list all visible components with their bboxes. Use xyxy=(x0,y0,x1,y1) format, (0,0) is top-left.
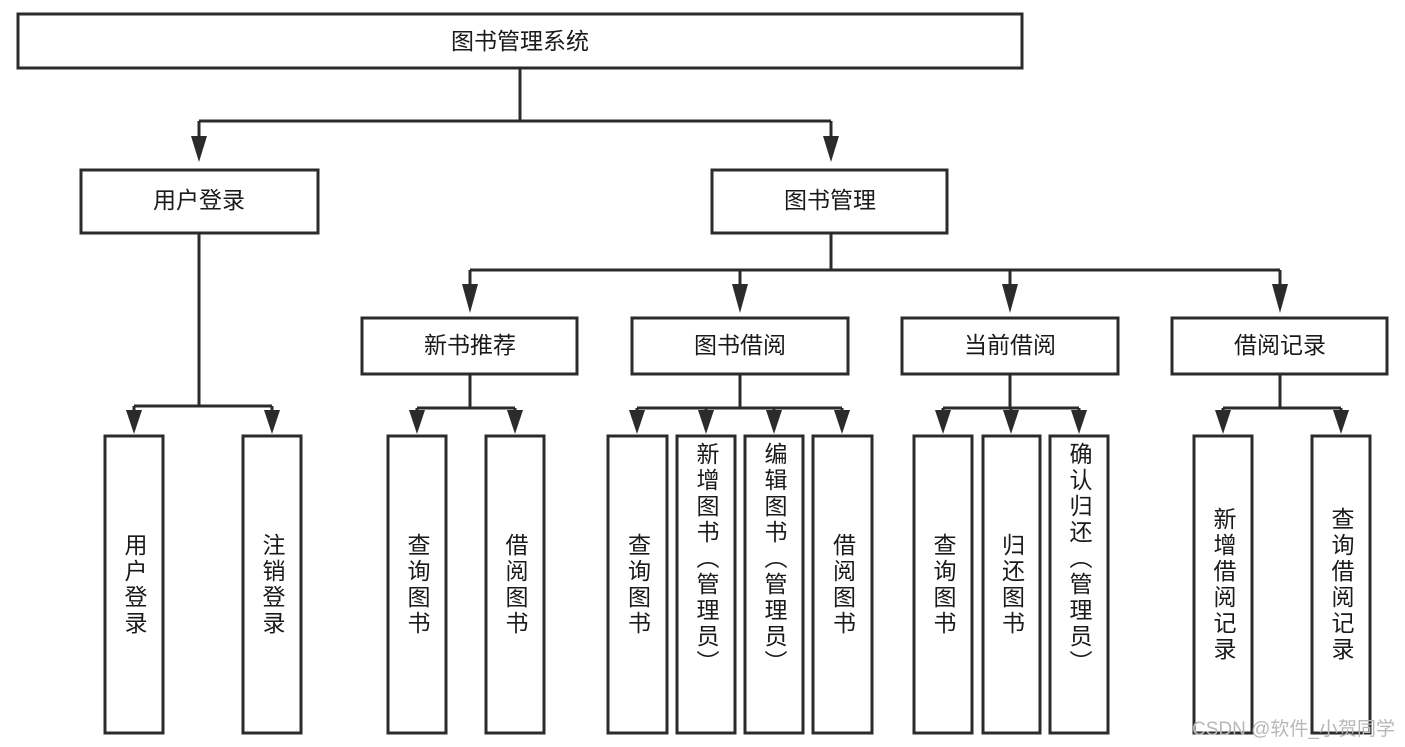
node-leaf-query-record-label-wrap: 查询借阅记录 xyxy=(1312,436,1370,733)
node-leaf-query-book-2-box[interactable] xyxy=(606,434,669,735)
node-leaf-add-record-box[interactable] xyxy=(1192,434,1254,735)
arrowhead-leaf-query-book-1 xyxy=(409,410,425,434)
node-leaf-borrow-book-1[interactable]: 借阅图书 xyxy=(484,434,546,735)
node-leaf-return-book-label: 归还图书 xyxy=(998,532,1025,637)
arrowhead-leaf-edit-book xyxy=(766,410,782,434)
node-leaf-query-book-3[interactable]: 查询图书 xyxy=(912,434,974,735)
node-borrow-record-label: 借阅记录 xyxy=(1234,332,1326,358)
arrowhead-leaf-return-book xyxy=(1003,410,1019,434)
node-book-manage-box[interactable] xyxy=(710,168,949,235)
node-leaf-query-book-2-label-wrap: 查询图书 xyxy=(608,436,667,733)
node-borrow-record-box[interactable] xyxy=(1170,316,1389,376)
node-leaf-edit-book-label-wrap: 编辑图书（管理员） xyxy=(745,436,803,733)
node-leaf-borrow-book-2-label: 借阅图书 xyxy=(829,532,856,637)
node-root-label: 图书管理系统 xyxy=(451,28,589,54)
arrowhead-leaf-add-record xyxy=(1215,410,1231,434)
node-user-login-label: 用户登录 xyxy=(153,187,245,213)
node-leaf-borrow-book-2-box[interactable] xyxy=(811,434,874,735)
node-leaf-confirm-return-label: 确认归还（管理员） xyxy=(1066,442,1092,676)
arrowhead-leaf-query-record xyxy=(1333,410,1349,434)
node-leaf-logout-label-wrap: 注销登录 xyxy=(243,436,301,733)
node-root-box[interactable] xyxy=(16,12,1024,70)
arrowhead-leaf-logout xyxy=(264,410,280,434)
node-user-login-box[interactable] xyxy=(79,168,320,235)
node-book-manage[interactable]: 图书管理 xyxy=(710,168,949,235)
node-layer: 图书管理系统 用户登录 图书管理 新书推荐 图书借阅 当前 xyxy=(16,12,1389,735)
node-leaf-add-record-label-wrap: 新增借阅记录 xyxy=(1194,436,1252,733)
node-leaf-add-record[interactable]: 新增借阅记录 xyxy=(1192,434,1254,735)
node-book-borrow[interactable]: 图书借阅 xyxy=(630,316,850,376)
node-leaf-query-book-1-box[interactable] xyxy=(386,434,448,735)
arrowhead-leaf-query-book-2 xyxy=(629,410,645,434)
node-current-borrow-box[interactable] xyxy=(900,316,1120,376)
node-leaf-query-record-label: 查询借阅记录 xyxy=(1328,506,1354,663)
arrowhead-current-borrow xyxy=(1002,284,1018,313)
node-leaf-return-book[interactable]: 归还图书 xyxy=(981,434,1042,735)
node-leaf-edit-book[interactable]: 编辑图书（管理员） xyxy=(743,434,805,735)
node-leaf-borrow-book-2-label-wrap: 借阅图书 xyxy=(813,436,872,733)
arrowhead-book-borrow xyxy=(732,284,748,313)
node-leaf-query-book-1-label-wrap: 查询图书 xyxy=(388,436,446,733)
node-leaf-logout-label: 注销登录 xyxy=(259,532,285,637)
node-leaf-logout-box[interactable] xyxy=(241,434,303,735)
node-leaf-add-record-label: 新增借阅记录 xyxy=(1210,506,1236,663)
node-new-book-rec-label: 新书推荐 xyxy=(424,332,516,358)
node-leaf-borrow-book-2[interactable]: 借阅图书 xyxy=(811,434,874,735)
node-leaf-query-record-box[interactable] xyxy=(1310,434,1372,735)
arrowhead-borrow-record xyxy=(1272,284,1288,313)
node-user-login[interactable]: 用户登录 xyxy=(79,168,320,235)
node-leaf-add-book[interactable]: 新增图书（管理员） xyxy=(675,434,737,735)
node-leaf-confirm-return-box[interactable] xyxy=(1048,434,1110,735)
node-leaf-edit-book-label: 编辑图书（管理员） xyxy=(761,442,787,676)
node-leaf-confirm-return-label-wrap: 确认归还（管理员） xyxy=(1050,436,1108,733)
node-leaf-add-book-label: 新增图书（管理员） xyxy=(693,442,719,676)
connector-layer xyxy=(126,68,1349,434)
node-leaf-add-book-box[interactable] xyxy=(675,434,737,735)
arrowhead-leaf-query-book-3 xyxy=(935,410,951,434)
node-leaf-return-book-label-wrap: 归还图书 xyxy=(983,436,1040,733)
node-current-borrow[interactable]: 当前借阅 xyxy=(900,316,1120,376)
arrowhead-leaf-borrow-book-2 xyxy=(834,410,850,434)
node-leaf-confirm-return[interactable]: 确认归还（管理员） xyxy=(1048,434,1110,735)
node-leaf-borrow-book-1-box[interactable] xyxy=(484,434,546,735)
node-leaf-logout[interactable]: 注销登录 xyxy=(241,434,303,735)
node-leaf-query-book-3-label-wrap: 查询图书 xyxy=(914,436,972,733)
node-leaf-query-book-2[interactable]: 查询图书 xyxy=(606,434,669,735)
node-leaf-user-login-label: 用户登录 xyxy=(121,532,147,637)
node-borrow-record[interactable]: 借阅记录 xyxy=(1170,316,1389,376)
node-root[interactable]: 图书管理系统 xyxy=(16,12,1024,70)
node-leaf-query-book-3-box[interactable] xyxy=(912,434,974,735)
node-leaf-borrow-book-1-label: 借阅图书 xyxy=(502,532,528,637)
node-book-borrow-box[interactable] xyxy=(630,316,850,376)
node-leaf-user-login-label-wrap: 用户登录 xyxy=(105,436,163,733)
arrowhead-leaf-add-book xyxy=(698,410,714,434)
node-new-book-rec-box[interactable] xyxy=(360,316,579,376)
node-leaf-query-book-1-label: 查询图书 xyxy=(404,532,430,637)
node-leaf-query-book-1[interactable]: 查询图书 xyxy=(386,434,448,735)
node-leaf-user-login-box[interactable] xyxy=(103,434,165,735)
arrowhead-leaf-confirm-return xyxy=(1071,410,1087,434)
node-leaf-edit-book-box[interactable] xyxy=(743,434,805,735)
node-leaf-borrow-book-1-label-wrap: 借阅图书 xyxy=(486,436,544,733)
node-current-borrow-label: 当前借阅 xyxy=(964,332,1056,358)
node-book-manage-label: 图书管理 xyxy=(784,187,876,213)
arrowhead-book-manage xyxy=(823,136,839,162)
node-new-book-rec[interactable]: 新书推荐 xyxy=(360,316,579,376)
arrowhead-user-login xyxy=(191,136,207,162)
node-book-borrow-label: 图书借阅 xyxy=(694,332,786,358)
arrowhead-new-book-rec xyxy=(462,284,478,313)
node-leaf-query-record[interactable]: 查询借阅记录 xyxy=(1310,434,1372,735)
node-leaf-user-login[interactable]: 用户登录 xyxy=(103,434,165,735)
node-leaf-add-book-label-wrap: 新增图书（管理员） xyxy=(677,436,735,733)
node-leaf-query-book-3-label: 查询图书 xyxy=(930,532,956,637)
node-leaf-return-book-box[interactable] xyxy=(981,434,1042,735)
arrowhead-leaf-user-login xyxy=(126,410,142,434)
arrowhead-leaf-borrow-book-1 xyxy=(507,410,523,434)
node-leaf-query-book-2-label: 查询图书 xyxy=(624,532,651,637)
